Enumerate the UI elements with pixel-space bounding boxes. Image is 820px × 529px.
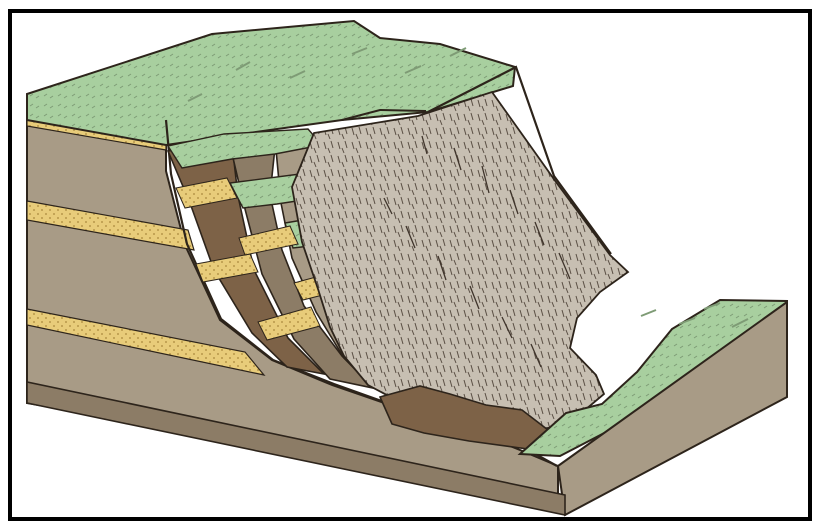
diagram-frame bbox=[0, 0, 820, 529]
landslide-block-diagram bbox=[0, 0, 820, 529]
